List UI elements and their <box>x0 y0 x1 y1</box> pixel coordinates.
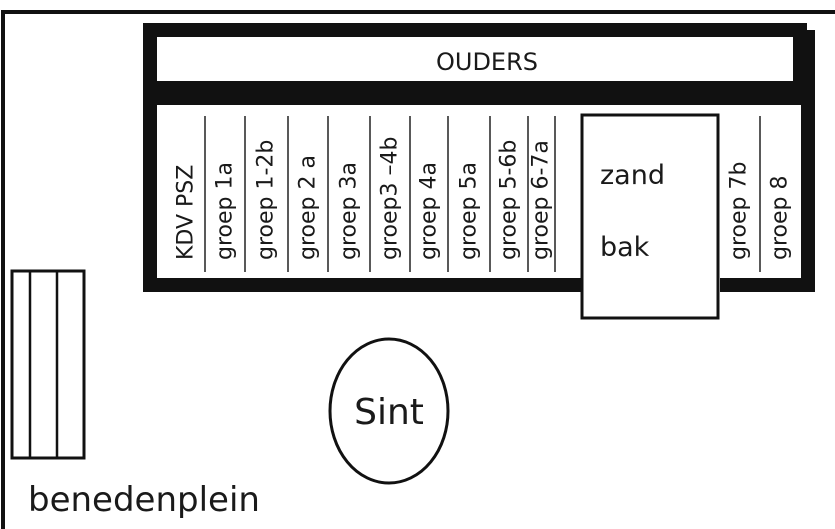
group-label: groep3 –4b <box>378 137 403 260</box>
stairs <box>10 269 86 460</box>
group-label: groep 8 <box>768 176 793 260</box>
parents-zone <box>143 23 807 95</box>
sint-label: Sint <box>354 392 424 433</box>
group-labels: KDV PSZ groep 1a groep 1-2b groep 2 a groep … <box>174 137 793 260</box>
lower-square-label: benedenplein <box>28 480 260 520</box>
group-label: KDV PSZ <box>174 165 199 260</box>
schoolyard-boundary <box>1 10 835 529</box>
group-label: groep 4a <box>417 162 442 260</box>
group-label: groep 5-6b <box>497 140 522 260</box>
parents-label: OUDERS <box>436 48 538 76</box>
group-label: groep 1a <box>213 162 238 260</box>
group-label: groep 6-7a <box>529 140 554 260</box>
sandbox-label-line2: bak <box>600 232 650 263</box>
group-label: groep 3a <box>337 162 362 260</box>
group-column-dividers <box>204 116 761 272</box>
sandbox-label-line1: zand <box>600 160 665 191</box>
group-label: groep 5a <box>457 162 482 260</box>
group-label: groep 1-2b <box>254 140 279 260</box>
sint-circle <box>328 337 450 485</box>
group-label: groep 7b <box>727 162 752 260</box>
group-label: groep 2 a <box>296 155 321 260</box>
sandbox <box>580 113 720 320</box>
groups-area-outline <box>143 30 815 292</box>
